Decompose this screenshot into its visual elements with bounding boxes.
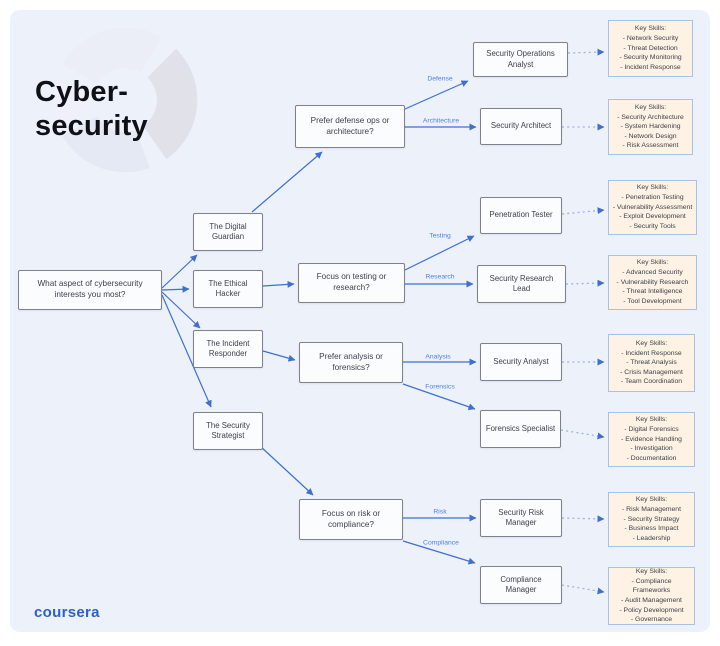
skills-item: - Investigation (630, 445, 673, 453)
skills-box-penetration-tester: Key Skills: - Penetration Testing - Vuln… (608, 180, 697, 235)
edge-label-compliance: Compliance (423, 539, 459, 547)
role-node-security-risk-manager: Security Risk Manager (480, 499, 562, 537)
persona-node-incident-responder: The Incident Responder (193, 330, 263, 368)
flow-arrow (251, 151, 323, 213)
skills-item: - System Hardening (620, 123, 681, 131)
skills-item: - Risk Management (622, 506, 681, 514)
page-title-line1: Cyber- (35, 76, 129, 108)
skills-heading: Key Skills: (634, 25, 667, 33)
flow-arrow (402, 383, 476, 411)
skills-item: - Threat Intelligence (622, 288, 683, 296)
flow-arrow (404, 80, 469, 110)
skills-box-security-operations-analyst: Key Skills: - Network Security - Threat … (608, 20, 693, 77)
skills-item: - Security Tools (629, 222, 676, 230)
skills-connector (561, 515, 605, 523)
skills-item: - Incident Response (621, 349, 682, 357)
skills-heading: Key Skills: (636, 259, 669, 267)
question-node-testing-or-research: Focus on testing or research? (298, 263, 405, 303)
skills-item: - Evidence Handling (621, 435, 682, 443)
skills-heading: Key Skills: (636, 184, 669, 192)
skills-heading: Key Skills: (635, 496, 668, 504)
role-node-penetration-tester: Penetration Tester (480, 197, 562, 234)
skills-connector (561, 584, 605, 595)
skills-item: - Digital Forensics (624, 426, 679, 434)
flow-arrow (161, 285, 190, 293)
flow-arrow (161, 254, 198, 289)
skills-heading: Key Skills: (635, 339, 668, 347)
skills-item: - Penetration Testing (621, 194, 684, 202)
decorative-wheel-graphic (52, 27, 198, 173)
skills-box-security-research-lead: Key Skills: - Advanced Security - Vulner… (608, 255, 697, 310)
edge-label-architecture: Architecture (422, 117, 460, 125)
root-question-node: What aspect of cybersecurity interests y… (18, 270, 162, 310)
flow-arrow (402, 540, 476, 565)
coursera-logo: coursera (34, 604, 100, 621)
skills-item: - Team Coordination (620, 378, 683, 386)
skills-item: - Threat Detection (623, 44, 678, 52)
role-node-security-architect: Security Architect (480, 108, 562, 145)
skills-item: - Advanced Security (622, 269, 683, 277)
skills-item: - Audit Management (621, 597, 682, 604)
role-node-compliance-manager: Compliance Manager (480, 566, 562, 604)
skills-heading: Key Skills: (635, 416, 668, 424)
role-node-security-analyst: Security Analyst (480, 343, 562, 381)
flow-arrow (161, 294, 212, 408)
skills-box-security-analyst: Key Skills: - Incident Response - Threat… (608, 334, 695, 392)
skills-connector (560, 429, 605, 440)
skills-heading: Key Skills: (634, 103, 667, 111)
skills-item: - Exploit Development (619, 213, 686, 221)
question-node-defense-or-architecture: Prefer defense ops or architecture? (295, 105, 405, 148)
edge-label-risk: Risk (433, 508, 447, 516)
skills-item: - Threat Analysis (626, 359, 677, 367)
skills-box-security-risk-manager: Key Skills: - Risk Management - Security… (608, 492, 695, 547)
skills-item: - Policy Development (619, 606, 684, 614)
flow-arrow (259, 445, 314, 496)
flow-arrow (262, 280, 295, 288)
skills-item: - Leadership (632, 534, 671, 542)
skills-item: - Governance (630, 616, 673, 624)
skills-item: - Network Security (622, 35, 679, 43)
skills-box-forensics-specialist: Key Skills: - Digital Forensics - Eviden… (608, 412, 695, 467)
question-node-analysis-or-forensics: Prefer analysis or forensics? (299, 342, 403, 383)
skills-heading: Key Skills: (635, 568, 668, 576)
role-node-forensics-specialist: Forensics Specialist (480, 410, 561, 448)
role-node-security-research-lead: Security Research Lead (477, 265, 566, 303)
skills-item: - Crisis Management (620, 368, 683, 376)
skills-connector (561, 207, 605, 215)
skills-item: - Documentation (626, 454, 677, 462)
edge-label-research: Research (425, 273, 455, 281)
skills-item: - Security Architecture (617, 113, 684, 121)
skills-box-compliance-manager: Key Skills: - Compliance Frameworks - Au… (608, 567, 695, 625)
edge-label-defense: Defense (427, 75, 453, 83)
edge-label-analysis: Analysis (425, 353, 451, 361)
skills-item: - Vulnerability Assessment (612, 203, 693, 211)
skills-item: - Vulnerability Research (616, 278, 689, 286)
skills-box-security-architect: Key Skills: - Security Architecture - Sy… (608, 99, 693, 155)
skills-item: - Network Design (624, 132, 677, 140)
role-node-security-operations-analyst: Security Operations Analyst (473, 42, 568, 77)
page-title: Cyber-security (35, 76, 148, 143)
skills-item: - Business Impact (624, 525, 679, 533)
persona-node-digital-guardian: The Digital Guardian (193, 213, 263, 251)
skills-item: - Security Monitoring (619, 54, 682, 62)
persona-node-security-strategist: The Security Strategist (193, 412, 263, 450)
question-node-risk-or-compliance: Focus on risk or compliance? (299, 499, 403, 540)
skills-item: - Incident Response (620, 63, 681, 71)
edge-label-forensics: Forensics (425, 383, 455, 391)
skills-item: - Security Strategy (623, 515, 680, 523)
skills-item: - Compliance Frameworks (631, 577, 672, 595)
skills-connector (565, 279, 605, 287)
edge-label-testing: Testing (429, 232, 451, 240)
skills-item: - Risk Assessment (622, 142, 679, 150)
skills-item: - Tool Development (623, 297, 682, 305)
page-title-line2: security (35, 109, 148, 142)
flow-arrow (262, 350, 296, 362)
persona-node-ethical-hacker: The Ethical Hacker (193, 270, 263, 308)
skills-connector (567, 48, 605, 56)
flow-arrow (404, 235, 475, 271)
flow-arrow (161, 291, 201, 329)
